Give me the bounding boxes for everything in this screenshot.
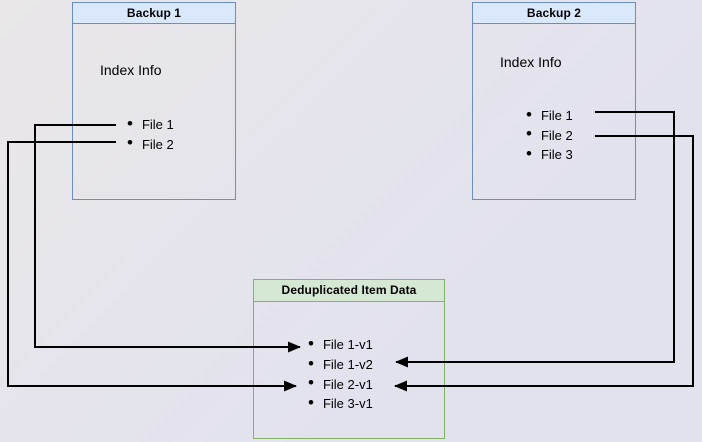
list-item-dedup-file3v1: • File 3-v1 xyxy=(308,392,373,412)
backup2-index-info-label: Index Info xyxy=(500,54,562,70)
backup2-title: Backup 2 xyxy=(473,3,635,24)
list-item-label: File 1-v2 xyxy=(322,357,373,373)
list-item-label: File 3-v1 xyxy=(322,396,373,412)
list-item-backup2-file1: • File 1 xyxy=(526,104,573,124)
list-item-label: File 1 xyxy=(141,117,174,133)
backup2-file-list: • File 1 • File 2 • File 3 xyxy=(526,106,573,165)
list-item-label: File 1 xyxy=(540,108,573,124)
backup1-node: Backup 1 Index Info • File 1 • File 2 xyxy=(72,2,236,200)
list-item-dedup-file1v2: • File 1-v2 xyxy=(308,353,373,373)
list-item-backup1-file1: • File 1 xyxy=(127,113,174,133)
list-item-backup2-file3: • File 3 xyxy=(526,143,573,163)
list-item-dedup-file2v1: • File 2-v1 xyxy=(308,373,373,393)
dedup-title: Deduplicated Item Data xyxy=(254,280,444,302)
backup1-file-list: • File 1 • File 2 xyxy=(127,115,174,154)
backup1-index-info-label: Index Info xyxy=(100,62,162,78)
list-item-dedup-file1v1: • File 1-v1 xyxy=(308,333,373,353)
backup2-node: Backup 2 Index Info • File 1 • File 2 • … xyxy=(472,2,636,200)
backup1-title: Backup 1 xyxy=(73,3,235,24)
list-item-backup1-file2: • File 2 xyxy=(127,133,174,153)
list-item-backup2-file2: • File 2 xyxy=(526,124,573,144)
list-item-label: File 2 xyxy=(141,136,174,152)
list-item-label: File 2 xyxy=(540,127,573,143)
list-item-label: File 2-v1 xyxy=(322,376,373,392)
list-item-label: File 3 xyxy=(540,147,573,163)
list-item-label: File 1-v1 xyxy=(322,337,373,353)
dedup-file-list: • File 1-v1 • File 1-v2 • File 2-v1 • Fi… xyxy=(308,335,373,414)
dedup-node: Deduplicated Item Data • File 1-v1 • Fil… xyxy=(253,279,445,439)
